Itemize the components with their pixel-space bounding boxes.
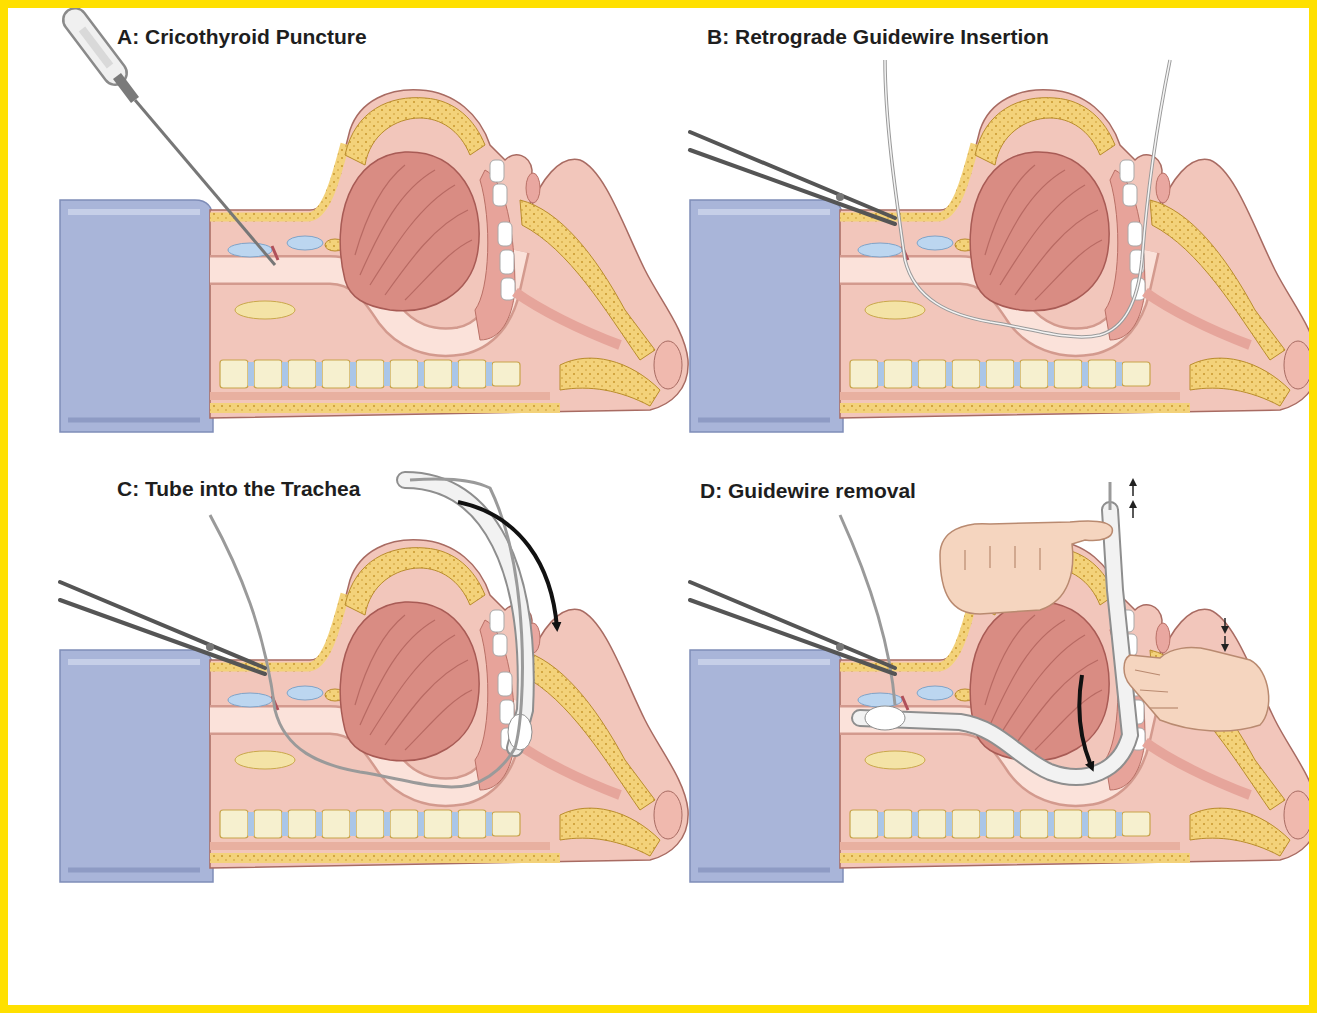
panel-title: C: Tube into the Trachea <box>114 476 363 502</box>
panel-title: B: Retrograde Guidewire Insertion <box>704 24 1052 50</box>
panel-title: D: Guidewire removal <box>697 478 919 504</box>
panel-title: A: Cricothyroid Puncture <box>114 24 370 50</box>
